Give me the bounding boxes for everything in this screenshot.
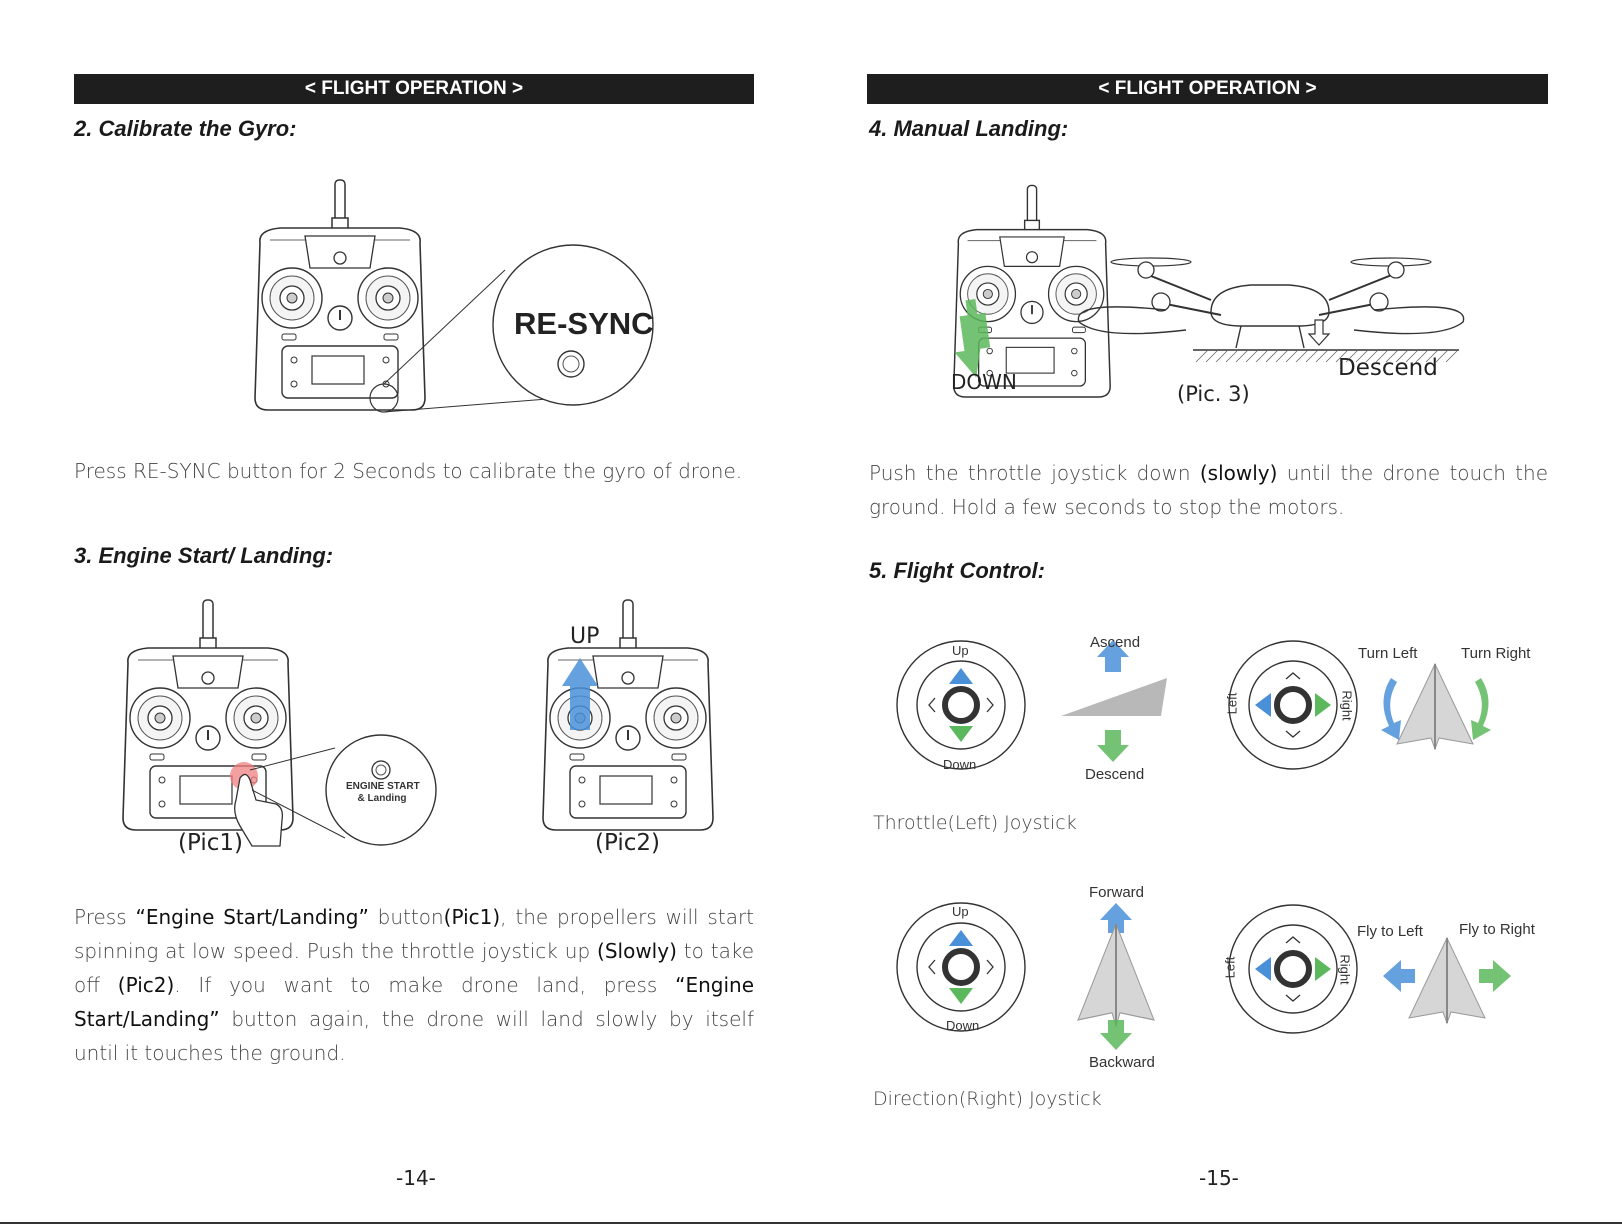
roll-right-label: Right (1337, 954, 1353, 985)
controller-illustration-resync (254, 179, 654, 413)
throttle-descend-label: Descend (1085, 766, 1145, 783)
page-number-left: -14- (396, 1166, 436, 1190)
direction-down-label: Down (946, 1018, 980, 1033)
page-right: < FLIGHT OPERATION > 4. Manual Landing: (811, 0, 1622, 1226)
engine-start-zoom-circle (325, 734, 437, 846)
bottom-border (0, 1222, 1622, 1224)
forward-plane-icon (1076, 922, 1156, 1028)
direction-joystick-caption: Direction(Right) Joystick (873, 1088, 1102, 1110)
backward-label: Backward (1089, 1054, 1155, 1071)
section-title-manual-landing: 4. Manual Landing: (869, 116, 1069, 141)
page-left: < FLIGHT OPERATION > 2. Calibrate the Gy… (74, 74, 755, 1190)
roll-left-label: Left (1222, 956, 1238, 979)
section-title-flight-control: 5. Flight Control: (869, 558, 1045, 583)
ascend-arrow-icon (1097, 640, 1129, 672)
turn-plane-icon (1396, 663, 1474, 750)
up-label: UP (570, 624, 600, 649)
page-number-right: -15- (1199, 1166, 1239, 1190)
engine-landing-label: & Landing (357, 793, 407, 804)
resync-label: RE-SYNC (514, 306, 654, 341)
forward-arrow-icon (1100, 903, 1132, 933)
throttle-joystick-dial (897, 641, 1025, 769)
drone-illustration (1077, 257, 1465, 363)
pic1-caption: (Pic1) (178, 830, 243, 856)
controller-illustration-pic1 (122, 599, 437, 847)
fly-left-label: Fly to Left (1357, 923, 1423, 940)
section-title-engine-start: 3. Engine Start/ Landing: (74, 543, 334, 568)
turn-left-label: Turn Left (1358, 645, 1418, 662)
engine-start-label: ENGINE START (346, 781, 420, 792)
throttle-down-label: Down (943, 757, 977, 772)
direction-up-label: Up (952, 904, 969, 919)
header-bar: < FLIGHT OPERATION > (867, 74, 1548, 104)
flight-control-diagrams (811, 0, 1511, 1050)
yaw-left-label: Left (1224, 692, 1240, 715)
ascend-label: Ascend (1090, 634, 1141, 651)
controller-illustration-pic2 (542, 599, 714, 831)
yaw-joystick-dial (1229, 641, 1357, 769)
fly-right-arrow-icon (1479, 960, 1511, 992)
ascend-slope (1061, 678, 1167, 716)
down-label: DOWN (951, 370, 1017, 394)
pic2-caption: (Pic2) (595, 830, 660, 856)
roll-joystick-dial (1229, 905, 1357, 1033)
turn-right-arrow-icon (1471, 678, 1491, 740)
fly-left-arrow-icon (1383, 960, 1415, 992)
throttle-joystick-caption: Throttle(Left) Joystick (873, 812, 1077, 834)
resync-zoom-circle (492, 244, 654, 406)
descend-arrow-icon (1097, 730, 1129, 762)
fly-right-label: Fly to Right (1459, 921, 1535, 938)
turn-left-arrow-icon (1381, 678, 1401, 740)
up-arrow-icon (562, 658, 598, 730)
manual-landing-text: Push the throttle joystick down (slowly)… (869, 461, 1548, 519)
manual-landing-illustration (952, 184, 1465, 398)
forward-label: Forward (1089, 884, 1145, 901)
engine-start-text: Press “Engine Start/Landing” button(Pic1… (74, 905, 755, 1065)
down-arrow-icon (954, 298, 991, 378)
direction-joystick-dial (897, 903, 1025, 1031)
yaw-right-label: Right (1339, 690, 1355, 721)
header-bar: < FLIGHT OPERATION > (74, 74, 754, 104)
section-title-calibrate-gyro: 2. Calibrate the Gyro: (74, 116, 297, 141)
descend-label: Descend (1338, 355, 1438, 381)
pic3-caption: (Pic. 3) (1177, 382, 1250, 406)
calibrate-text: Press RE-SYNC button for 2 Seconds to ca… (74, 459, 743, 483)
roll-plane-icon (1408, 937, 1486, 1024)
throttle-up-label: Up (952, 643, 969, 658)
backward-arrow-icon (1100, 1020, 1132, 1050)
turn-right-label: Turn Right (1461, 645, 1531, 662)
